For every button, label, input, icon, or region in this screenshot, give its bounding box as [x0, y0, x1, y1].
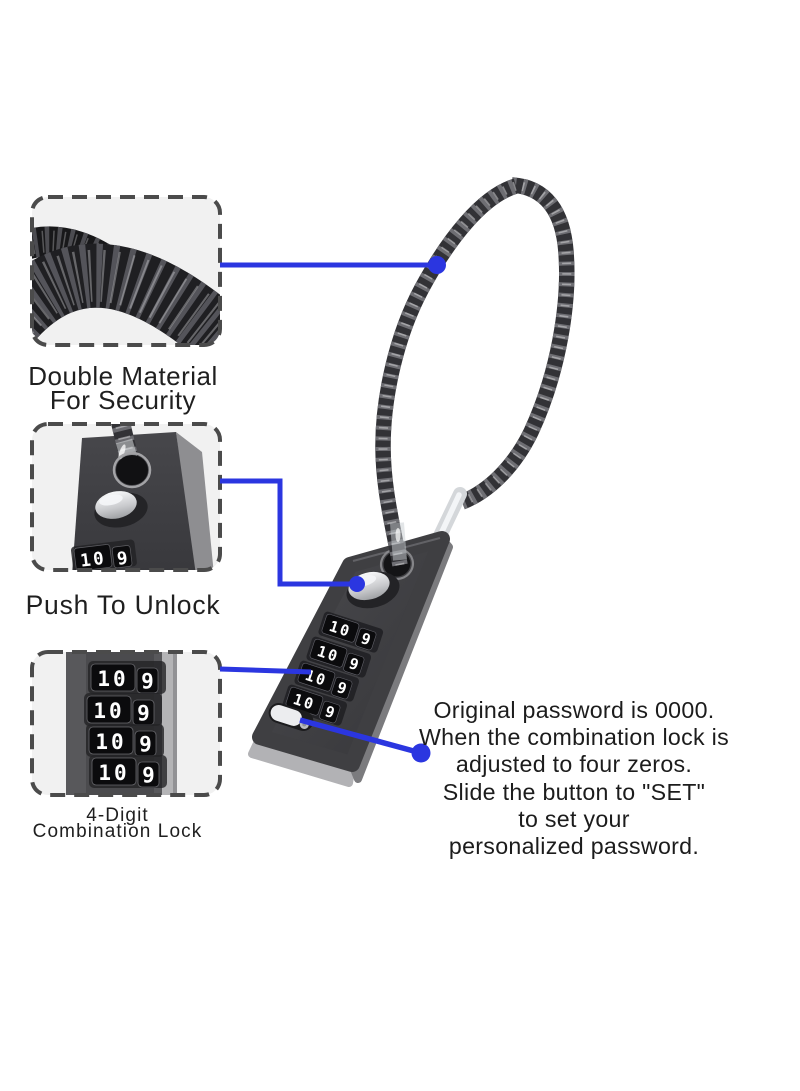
- wheel-digits: 10: [93, 699, 124, 723]
- callout-box-cable: [30, 195, 222, 347]
- label-push-to-unlock: Push To Unlock: [25, 590, 221, 620]
- wheel-digit: 9: [139, 733, 152, 757]
- wheel-digit: 9: [141, 670, 154, 694]
- callout-line-digits: [219, 666, 312, 675]
- wheel-digits: 10: [97, 667, 128, 691]
- wheel-digits: 10: [327, 617, 354, 641]
- callout-dot-instructions: [411, 743, 431, 763]
- instruction-line: Original password is 0000.: [433, 697, 715, 723]
- instruction-line: personalized password.: [448, 833, 700, 860]
- macro-wheel-row: 10 9: [86, 724, 164, 757]
- wheel-digits: 10: [291, 690, 318, 714]
- wheel-digit: 9: [116, 549, 129, 570]
- wheel-row: 10 9: [306, 636, 372, 678]
- set-slide-button: [268, 702, 314, 732]
- instruction-text: Original password is 0000. When the comb…: [398, 697, 750, 860]
- wheel-digits: 10: [95, 730, 126, 754]
- digit-wheels-macro-graphic: 10 9 10 9 10 9 10: [66, 652, 177, 795]
- label-combination-lock-line2: Combination Lock: [32, 821, 203, 842]
- instruction-line: to set your: [518, 805, 630, 832]
- callout-box-push: 10 9: [30, 422, 222, 572]
- callout-connectors: [219, 256, 446, 763]
- callout-line-instructions: [299, 717, 422, 756]
- label-double-material-line1: Double Material: [28, 361, 218, 391]
- instruction-line: Slide the button to "SET": [442, 778, 706, 805]
- label-double-material-line2: For Security: [49, 385, 197, 415]
- lock-body: 10 9 10 9 10 9 10 9: [248, 531, 453, 787]
- cable-macro-graphic: [32, 226, 220, 345]
- macro-cable-hole-ring: [112, 451, 152, 489]
- wheel-digits: 10: [79, 549, 107, 572]
- macro-wheel-row: 10 9: [84, 693, 162, 726]
- instruction-line: adjusted to four zeros.: [455, 751, 693, 778]
- macro-cable-hole: [116, 455, 148, 485]
- wheel-row: 10 9: [282, 684, 348, 726]
- callout-dot-cable: [428, 256, 446, 274]
- callout-box-push-border: [30, 422, 222, 572]
- wheel-row: 10 9: [318, 611, 384, 653]
- instruction-line: When the combination lock is: [419, 724, 729, 751]
- label-double-material: Double Material For Security: [15, 361, 231, 415]
- label-combination-lock: 4-Digit Combination Lock: [15, 805, 220, 842]
- wheel-digits: 10: [315, 642, 342, 666]
- lock-top-macro-graphic: 10 9: [70, 424, 214, 572]
- callout-line-push: [220, 478, 356, 587]
- callout-box-digits: 10 9 10 9 10 9 10: [30, 650, 222, 797]
- macro-push-button: [94, 491, 148, 528]
- callout-box-cable-border: [30, 195, 222, 347]
- wheel-digit: 9: [137, 702, 150, 726]
- macro-wheel-row: 10 9: [88, 661, 166, 694]
- label-combination-lock-line1: 4-Digit: [86, 805, 149, 826]
- wheel-digit: 9: [142, 764, 155, 788]
- callout-dot-push: [349, 576, 365, 592]
- macro-top-wheel-row: 10 9: [70, 539, 137, 572]
- cable-loop-right: [458, 177, 575, 510]
- wheel-digits: 10: [98, 761, 129, 785]
- cable-loop-left: [375, 178, 519, 567]
- macro-wheel-row: 10 9: [89, 755, 167, 788]
- callout-box-digits-border: [30, 650, 222, 797]
